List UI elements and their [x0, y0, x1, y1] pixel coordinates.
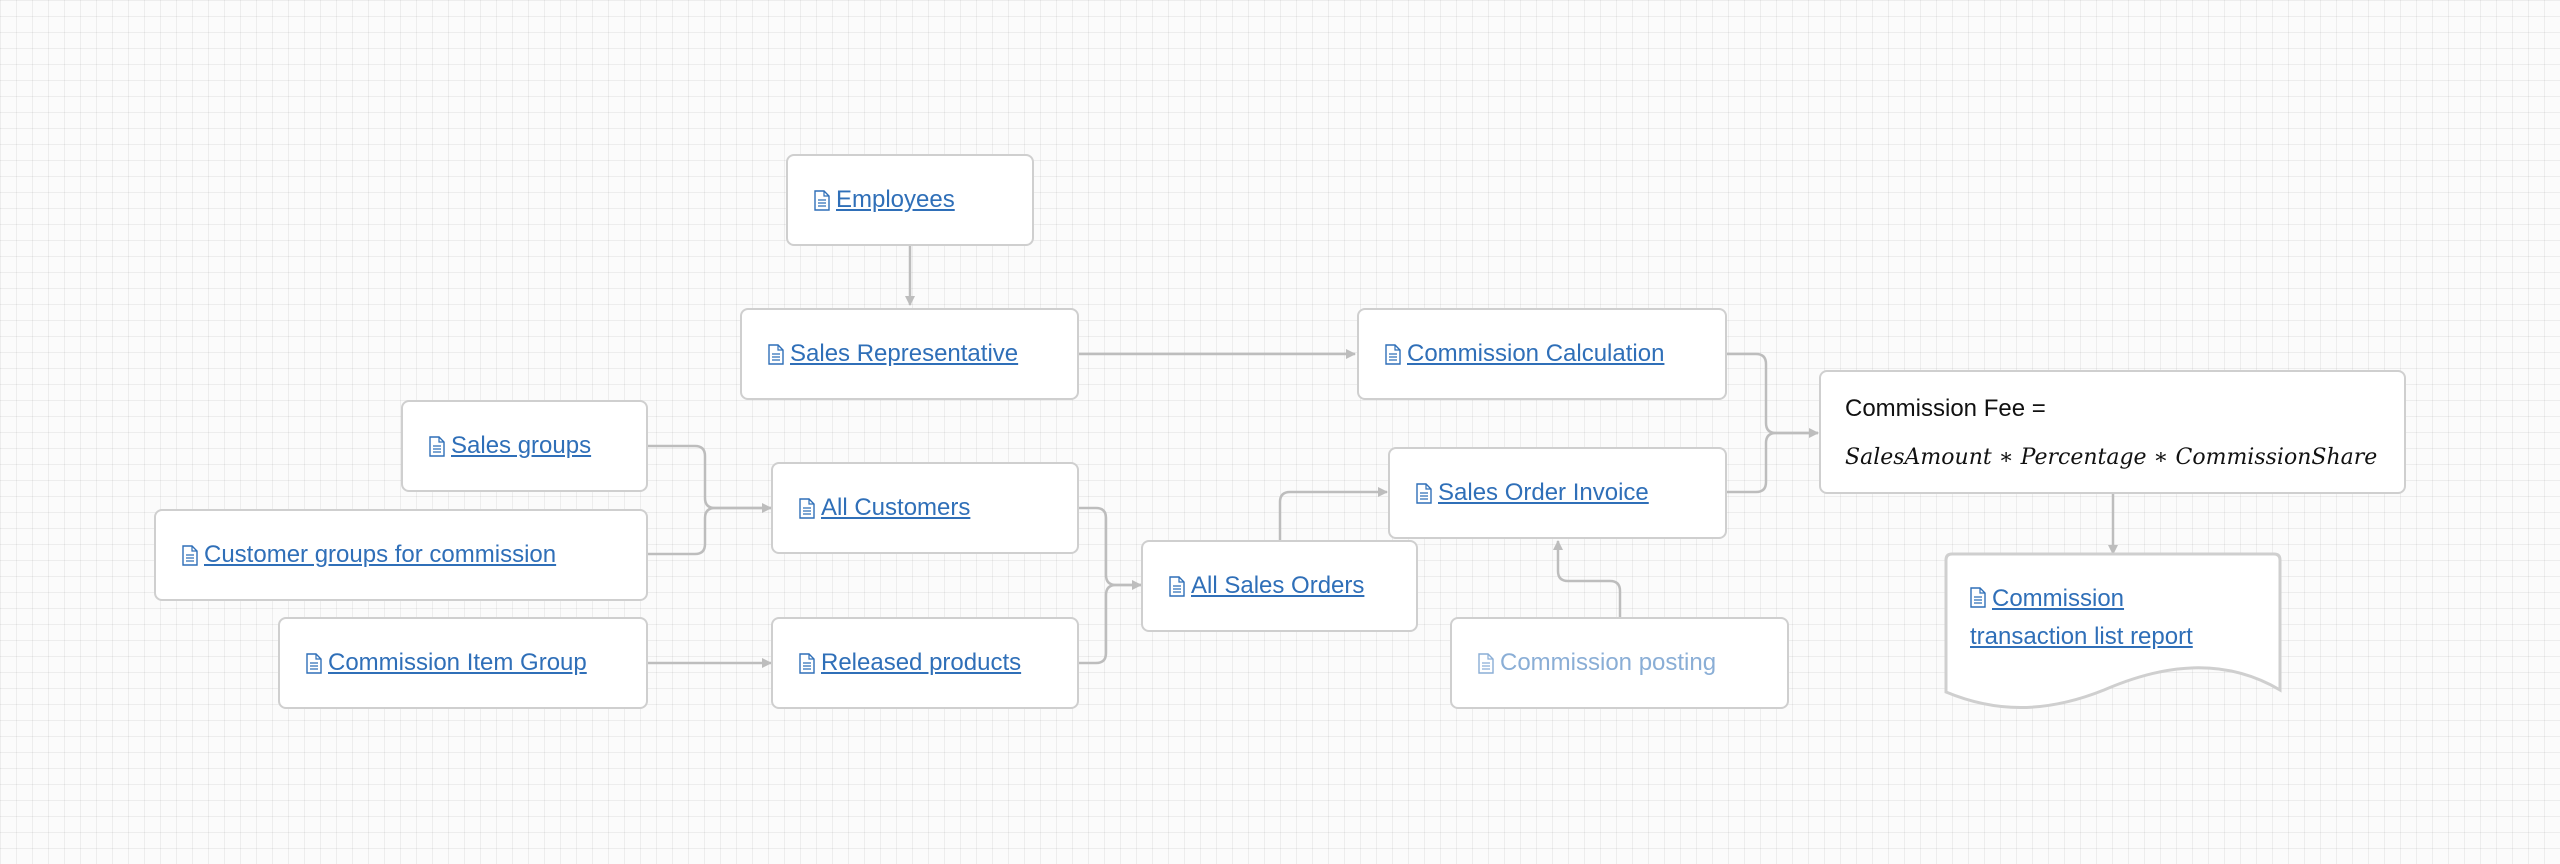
commission-item-group-label: Commission Item Group: [328, 649, 587, 676]
edge-customer-groups-to-all-customers: [648, 506, 771, 556]
customer-groups-label: Customer groups for commission: [204, 541, 557, 568]
document-icon: [1385, 343, 1401, 365]
node-commission-fee-formula: Commission Fee = SalesAmount ∗ Percentag…: [1819, 370, 2406, 494]
document-icon: [1169, 575, 1185, 597]
node-sales-order-invoice: Sales Order Invoice: [1388, 447, 1727, 539]
commission-report-label: Commission transaction list report: [1970, 585, 2193, 650]
edge-released-products-to-all-sales-orders: [1079, 583, 1141, 665]
node-commission-calculation: Commission Calculation: [1357, 308, 1727, 400]
edge-all-customers-to-all-sales-orders: [1079, 506, 1142, 590]
document-icon: [768, 343, 784, 365]
commission-posting-link[interactable]: Commission posting: [1478, 649, 1716, 677]
node-sales-groups: Sales groups: [401, 400, 648, 492]
document-icon: [306, 652, 322, 674]
customer-groups-link[interactable]: Customer groups for commission: [182, 541, 556, 569]
sales-groups-link[interactable]: Sales groups: [429, 432, 591, 460]
node-all-sales-orders: All Sales Orders: [1141, 540, 1418, 632]
employees-link[interactable]: Employees: [814, 186, 955, 214]
node-customer-groups: Customer groups for commission: [154, 509, 648, 601]
node-released-products: Released products: [771, 617, 1079, 709]
sales-order-invoice-link[interactable]: Sales Order Invoice: [1416, 479, 1649, 507]
all-customers-link[interactable]: All Customers: [799, 494, 970, 522]
edge-sales-order-invoice-to-formula: [1727, 431, 1818, 494]
node-all-customers: All Customers: [771, 462, 1079, 554]
sales-representative-link[interactable]: Sales Representative: [768, 340, 1018, 368]
node-sales-representative: Sales Representative: [740, 308, 1079, 400]
all-sales-orders-label: All Sales Orders: [1191, 572, 1365, 599]
node-commission-report-shape: [1944, 552, 2282, 709]
document-icon: [799, 652, 815, 674]
formula-expression: SalesAmount ∗ Percentage ∗ CommissionSha…: [1845, 444, 2378, 470]
edge-commission-posting-to-sales-order-invoice: [1553, 540, 1622, 617]
node-employees: Employees: [786, 154, 1034, 246]
node-commission-item-group: Commission Item Group: [278, 617, 648, 709]
node-commission-report: Commission transaction list report: [1970, 580, 2230, 656]
sales-order-invoice-label: Sales Order Invoice: [1438, 479, 1649, 506]
document-icon: [1478, 652, 1494, 674]
released-products-link[interactable]: Released products: [799, 649, 1021, 677]
document-icon: [182, 544, 198, 566]
edge-all-sales-orders-to-sales-order-invoice: [1278, 487, 1388, 540]
formula-title: Commission Fee =: [1845, 394, 2046, 422]
sales-representative-label: Sales Representative: [790, 340, 1019, 367]
commission-calculation-label: Commission Calculation: [1407, 340, 1665, 367]
node-commission-posting: Commission posting: [1450, 617, 1789, 709]
document-icon: [1416, 482, 1432, 504]
commission-calculation-link[interactable]: Commission Calculation: [1385, 340, 1664, 368]
released-products-label: Released products: [821, 649, 1022, 676]
document-icon: [429, 435, 445, 457]
sales-groups-label: Sales groups: [451, 432, 592, 459]
edge-commission-calculation-to-formula: [1727, 352, 1819, 438]
commission-posting-label: Commission posting: [1500, 649, 1717, 676]
document-icon: [1970, 587, 1986, 608]
all-sales-orders-link[interactable]: All Sales Orders: [1169, 572, 1364, 600]
document-icon: [814, 189, 830, 211]
all-customers-label: All Customers: [821, 494, 971, 521]
commission-report-link[interactable]: Commission transaction list report: [1970, 580, 2230, 656]
commission-item-group-link[interactable]: Commission Item Group: [306, 649, 587, 677]
document-icon: [799, 497, 815, 519]
edge-sales-groups-to-all-customers: [648, 444, 772, 513]
employees-label: Employees: [836, 186, 955, 213]
